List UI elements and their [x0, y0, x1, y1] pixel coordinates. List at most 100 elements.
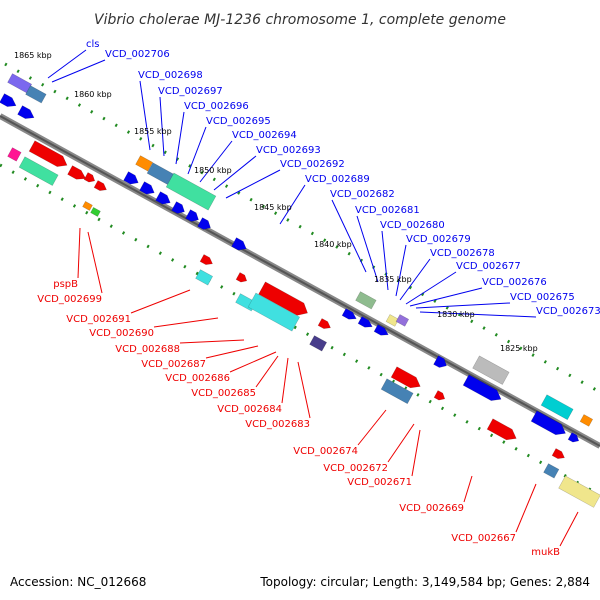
label-connector — [356, 215, 379, 283]
label-connector — [411, 429, 421, 477]
gene-label-reverse: VCD_002672 — [323, 463, 388, 474]
kbp-mark-label: 1835 kbp — [374, 275, 412, 284]
gene-arrow — [530, 410, 566, 436]
gene-arrow — [390, 366, 421, 389]
gene-arrow — [0, 93, 17, 107]
gene-arrow — [171, 201, 185, 214]
gene-block — [472, 355, 510, 385]
gene-arrow — [433, 390, 446, 401]
gene-label-forward: VCD_002681 — [355, 205, 420, 216]
gene-label-reverse: VCD_002667 — [451, 533, 516, 544]
gene-label-forward: VCD_002677 — [456, 261, 521, 272]
label-connector — [77, 227, 81, 279]
accession-text: Accession: NC_012668 — [10, 575, 146, 589]
gene-arrow — [28, 140, 68, 167]
gene-arrow — [139, 181, 155, 195]
gene-label-forward: VCD_002694 — [232, 130, 297, 141]
label-connector — [213, 155, 257, 191]
gene-block — [135, 155, 154, 172]
gene-label-forward: VCD_002697 — [158, 86, 223, 97]
gene-block — [355, 291, 377, 310]
gene-block — [543, 463, 560, 479]
gene-arrow — [67, 165, 87, 180]
genome-summary-text: Topology: circular; Length: 3,149,584 bp… — [259, 575, 590, 589]
label-connector — [175, 111, 185, 165]
gene-block — [195, 269, 214, 286]
gene-label-reverse: VCD_002691 — [66, 314, 131, 325]
label-connector — [187, 126, 207, 175]
gene-label-reverse: VCD_002669 — [399, 503, 464, 514]
gene-label-reverse: VCD_002684 — [217, 404, 282, 415]
gene-block — [247, 292, 301, 332]
label-connector — [399, 258, 431, 301]
label-connector — [409, 287, 483, 307]
gene-block — [18, 156, 59, 186]
gene-arrow — [486, 418, 517, 441]
kbp-mark-label: 1855 kbp — [134, 127, 172, 136]
gene-label-reverse: VCD_002686 — [165, 373, 230, 384]
gene-arrow — [317, 318, 331, 329]
gene-label-reverse: VCD_002688 — [115, 344, 180, 355]
gene-block — [558, 475, 600, 508]
gene-block — [90, 207, 101, 217]
gene-label-reverse: VCD_002671 — [347, 477, 412, 488]
gene-arrow — [235, 272, 248, 283]
gene-block — [380, 378, 414, 405]
gene-block — [395, 314, 410, 327]
label-connector — [331, 199, 367, 273]
label-connector — [279, 184, 306, 225]
gene-label-forward: VCD_002693 — [256, 145, 321, 156]
label-connector — [139, 80, 151, 151]
gene-arrow — [17, 105, 35, 119]
gene-arrow — [462, 374, 502, 401]
gene-label-forward: VCD_002673 — [536, 306, 600, 317]
label-connector — [159, 96, 165, 157]
kbp-mark-label: 1860 kbp — [74, 90, 112, 99]
label-connector — [47, 49, 87, 79]
gene-label-reverse: VCD_002685 — [191, 388, 256, 399]
label-connector — [87, 231, 103, 294]
gene-layer — [0, 73, 600, 508]
label-connector — [515, 483, 537, 533]
gene-block — [309, 335, 328, 352]
gene-arrow — [567, 432, 580, 443]
gene-arrow — [83, 172, 96, 183]
gene-label-forward: VCD_002680 — [380, 220, 445, 231]
gene-arrow — [258, 281, 308, 316]
gene-label-reverse: mukB — [531, 547, 560, 558]
gene-arrow — [231, 237, 247, 251]
gene-label-reverse: pspB — [53, 279, 78, 290]
label-connector — [179, 339, 245, 344]
gene-label-reverse: VCD_002674 — [293, 446, 358, 457]
gene-label-reverse: VCD_002683 — [245, 419, 310, 430]
chromosome-backbone — [0, 113, 600, 449]
kbp-mark-label: 1825 kbp — [500, 344, 538, 353]
tick-track-layer — [0, 62, 600, 497]
kbp-mark-label: 1840 kbp — [314, 240, 352, 249]
gene-label-forward: VCD_002696 — [184, 101, 249, 112]
gene-label-forward: cls — [86, 39, 100, 50]
gene-label-forward: VCD_002678 — [430, 248, 495, 259]
gene-label-forward: VCD_002698 — [138, 70, 203, 81]
gene-block — [165, 172, 217, 211]
gene-label-forward: VCD_002676 — [482, 277, 547, 288]
gene-label-forward: VCD_002679 — [406, 234, 471, 245]
gene-arrow — [199, 254, 213, 265]
label-connector — [205, 345, 259, 359]
label-connector — [297, 361, 311, 419]
label-connector — [281, 357, 289, 404]
label-connector — [405, 271, 457, 305]
label-connector — [395, 244, 407, 297]
outer-tick-track — [4, 62, 600, 394]
gene-label-forward: VCD_002675 — [510, 292, 575, 303]
gene-arrow — [551, 448, 565, 459]
label-connector — [381, 230, 389, 291]
gene-arrow — [433, 355, 447, 368]
kbp-mark-label: 1845 kbp — [254, 203, 292, 212]
gene-label-forward: VCD_002706 — [105, 49, 170, 60]
gene-arrow — [155, 191, 171, 205]
kbp-mark-label: 1865 kbp — [14, 51, 52, 60]
label-connector — [130, 289, 191, 314]
